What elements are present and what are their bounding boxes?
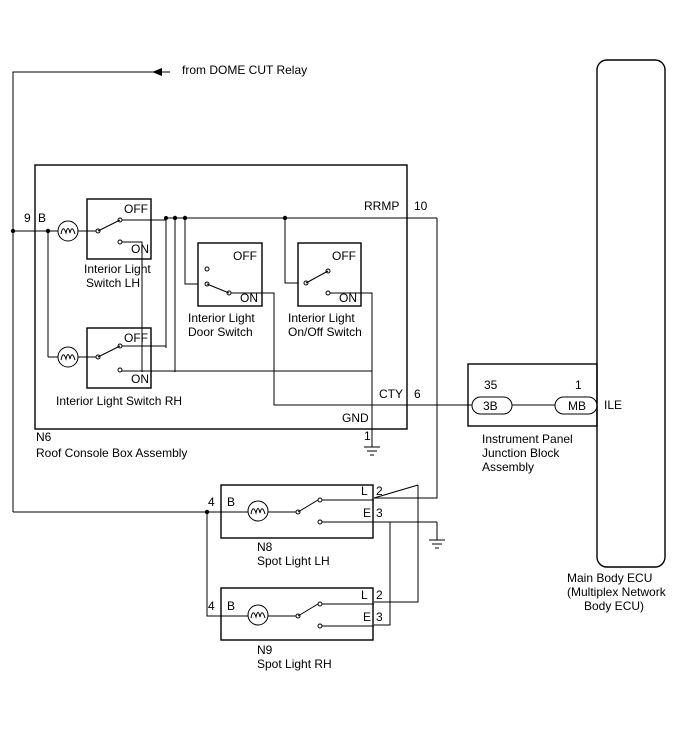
jb-name-2: Junction Block <box>482 446 560 460</box>
ecu-name-3: Body ECU) <box>584 599 644 613</box>
roof-console-name: Roof Console Box Assembly <box>36 446 187 460</box>
bulb-icon <box>57 220 79 242</box>
interior-light-onoff-switch <box>297 242 362 307</box>
relay-label: from DOME CUT Relay <box>182 63 307 77</box>
spot-lh-pin-e: E <box>363 506 371 520</box>
onoff-switch-on: ON <box>339 291 357 305</box>
spot-rh-name: Spot Light RH <box>257 657 332 671</box>
spot-lh-pin-4: 4 <box>208 495 215 509</box>
pin-6-number: 6 <box>414 387 421 401</box>
switch-rh-off: OFF <box>124 331 148 345</box>
spot-light-lh: 4 B L 2 E 3 N8 Spot Light LH <box>208 484 437 568</box>
bulb-icon <box>247 500 269 522</box>
interior-light-switch-lh <box>86 198 152 260</box>
pin-10-number: 10 <box>414 199 428 213</box>
spot-rh-pin-b: B <box>227 599 235 613</box>
jb-pin-3b: 3B <box>483 399 498 413</box>
pin-9-number: 9 <box>24 211 31 225</box>
spot-lh-name: Spot Light LH <box>257 554 330 568</box>
spot-rh-pin-4: 4 <box>208 599 215 613</box>
onoff-switch-off: OFF <box>332 249 356 263</box>
main-body-ecu: ILE Main Body ECU (Multiplex Network Bod… <box>567 59 667 613</box>
ecu-name-2: (Multiplex Network <box>567 585 667 599</box>
spot-lh-pin-l: L <box>361 484 368 498</box>
spot-rh-connector: N9 <box>257 643 273 657</box>
interior-light-door-switch <box>197 242 263 307</box>
jb-name-1: Instrument Panel <box>482 432 573 446</box>
rrmp-label: RRMP <box>364 199 399 213</box>
switch-lh-on: ON <box>131 242 149 256</box>
spot-lh-pin-3: 3 <box>376 506 383 520</box>
pin-b-label: B <box>38 211 46 225</box>
jb-pin-35-number: 35 <box>484 378 498 392</box>
arrow-icon <box>152 68 162 76</box>
door-switch-name-2: Door Switch <box>188 325 253 339</box>
ecu-name-1: Main Body ECU <box>567 571 652 585</box>
roof-console-connector: N6 <box>36 430 52 444</box>
switch-rh-on: ON <box>131 372 149 386</box>
spot-rh-pin-l: L <box>361 588 368 602</box>
ground-icon <box>364 446 380 456</box>
jb-name-3: Assembly <box>482 460 534 474</box>
junction-block: 35 3B 1 MB Instrument Panel Junction Blo… <box>467 363 598 474</box>
spot-rh-pin-3: 3 <box>376 610 383 624</box>
onoff-switch-name-1: Interior Light <box>288 311 355 325</box>
interior-light-switch-rh <box>86 327 152 389</box>
cty-label: CTY <box>379 387 403 401</box>
ground-icon <box>429 539 445 549</box>
switch-lh-name-2: Switch LH <box>86 276 140 290</box>
ecu-pin-ile: ILE <box>604 398 622 412</box>
spot-rh-pin-e: E <box>363 610 371 624</box>
roof-console-box: N6 Roof Console Box Assembly 9 B RRMP 10… <box>10 164 472 460</box>
jb-pin-1-number: 1 <box>575 378 582 392</box>
door-switch-on: ON <box>240 291 258 305</box>
bulb-icon <box>247 604 269 626</box>
bulb-icon <box>57 346 79 368</box>
switch-rh-name: Interior Light Switch RH <box>56 394 182 408</box>
gnd-label: GND <box>342 411 369 425</box>
spot-rh-pin-2: 2 <box>376 588 383 602</box>
relay-feed: from DOME CUT Relay <box>12 63 307 513</box>
switch-lh-name-1: Interior Light <box>84 262 151 276</box>
onoff-switch-name-2: On/Off Switch <box>288 325 362 339</box>
spot-lh-pin-b: B <box>227 495 235 509</box>
door-switch-off: OFF <box>233 249 257 263</box>
switch-lh-off: OFF <box>124 202 148 216</box>
spot-lh-connector: N8 <box>257 540 273 554</box>
spot-lh-pin-2: 2 <box>376 484 383 498</box>
jb-pin-mb: MB <box>568 399 586 413</box>
pin-1-number: 1 <box>364 429 371 443</box>
spot-light-rh: 4 B L 2 E 3 N9 Spot Light RH <box>208 587 383 671</box>
door-switch-name-1: Interior Light <box>188 311 255 325</box>
